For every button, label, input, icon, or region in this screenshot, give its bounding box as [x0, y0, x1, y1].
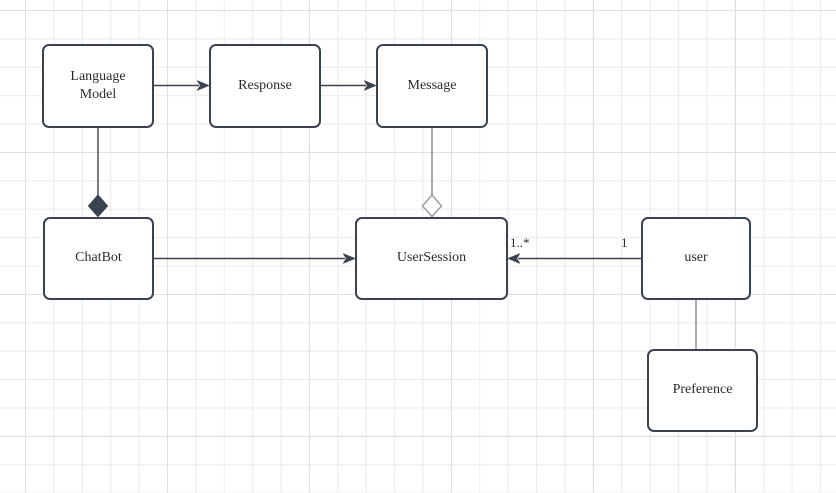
node-chatbot[interactable]: ChatBot — [43, 217, 154, 300]
multiplicity-label-usersession-end: 1..* — [510, 235, 530, 250]
node-label: Response — [238, 77, 292, 93]
arrowhead-icon — [197, 80, 209, 91]
node-preference[interactable]: Preference — [647, 349, 758, 432]
multiplicity-label-user-end: 1 — [621, 235, 628, 250]
arrowhead-icon — [508, 253, 520, 264]
node-label: user — [684, 250, 708, 266]
node-label: UserSession — [396, 250, 467, 266]
aggregation-diamond-icon — [421, 194, 443, 218]
node-user[interactable]: user — [641, 217, 751, 300]
edge-language-model-to-response[interactable] — [154, 80, 209, 91]
node-message[interactable]: Message — [376, 44, 488, 128]
node-language-model[interactable]: Language Model — [42, 44, 154, 128]
node-label: Preference — [672, 382, 733, 398]
edge-response-to-message[interactable] — [321, 80, 376, 91]
arrowhead-icon — [343, 253, 355, 264]
node-response[interactable]: Response — [209, 44, 321, 128]
edge-chatbot-to-usersession[interactable] — [154, 253, 355, 264]
composition-diamond-icon — [88, 194, 108, 217]
edge-language-model-to-chatbot-composition[interactable] — [88, 128, 108, 217]
edge-user-to-usersession[interactable] — [508, 253, 642, 264]
node-label: ChatBot — [75, 250, 122, 266]
arrowhead-icon — [364, 80, 376, 91]
node-user-session[interactable]: UserSession — [355, 217, 508, 300]
node-label: Language Model — [70, 68, 126, 102]
node-label: Message — [407, 77, 457, 93]
edge-message-to-usersession-aggregation[interactable] — [421, 127, 443, 218]
